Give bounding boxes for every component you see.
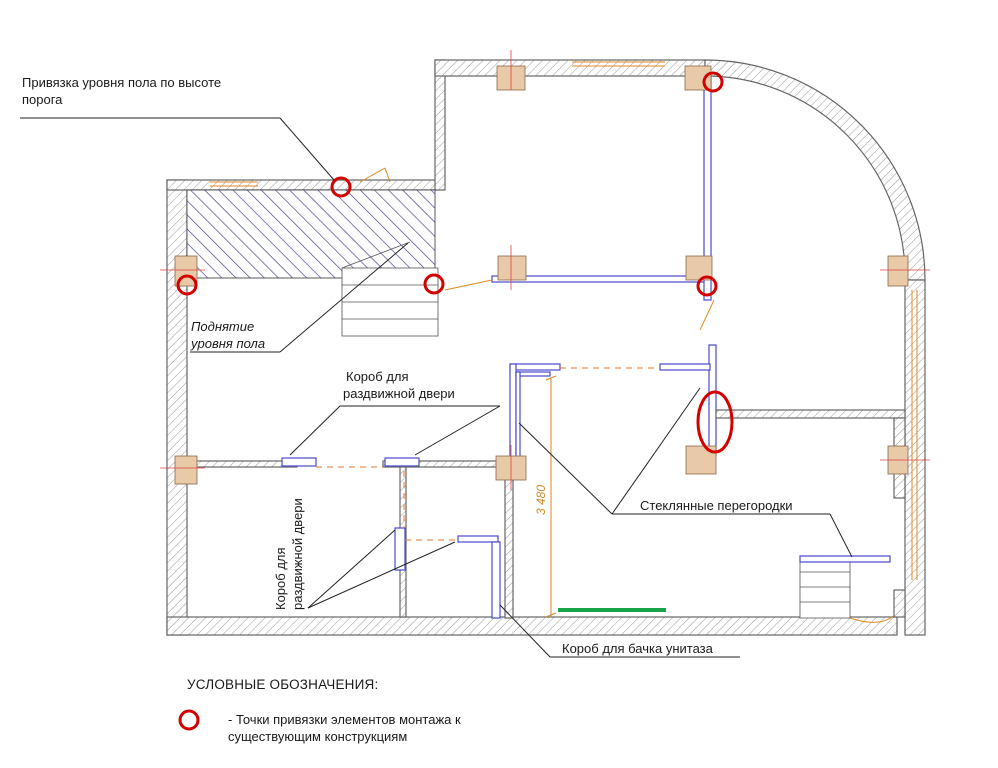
raised-floor-area xyxy=(186,189,436,279)
label-raise-line1: Поднятие xyxy=(191,319,254,334)
label-floor-anchor-line1: Привязка уровня пола по высоте xyxy=(22,75,221,90)
anchor-markers xyxy=(176,71,734,454)
label-toilet-box: Короб для бачка унитаза xyxy=(562,641,714,656)
label-raise-line2: уровня пола xyxy=(190,336,265,351)
label-box-door-side-line1: Короб для xyxy=(273,547,288,610)
exterior-walls xyxy=(166,59,926,636)
anchor-marker xyxy=(330,176,352,198)
anchor-marker xyxy=(702,71,724,93)
legend-marker-icon xyxy=(178,709,200,731)
label-box-door-side-line2: раздвижной двери xyxy=(290,498,305,610)
stairs-bottom-right xyxy=(799,561,896,623)
anchor-marker xyxy=(176,274,198,296)
sink-fixture xyxy=(558,608,666,612)
dimension-3480: 3 480 xyxy=(534,375,557,618)
legend: УСЛОВНЫЕ ОБОЗНАЧЕНИЯ: - Точки привязки э… xyxy=(178,677,461,744)
anchor-marker-ellipse xyxy=(696,390,734,454)
legend-item-line1: - Точки привязки элементов монтажа к xyxy=(228,712,461,727)
door-openings xyxy=(316,167,715,541)
leader-lines xyxy=(20,117,853,658)
legend-title: УСЛОВНЫЕ ОБОЗНАЧЕНИЯ: xyxy=(187,677,378,692)
dimension-text: 3 480 xyxy=(534,485,548,515)
label-floor-anchor-line2: порога xyxy=(22,92,63,107)
label-box-door-top-line1: Короб для xyxy=(346,369,409,384)
windows xyxy=(210,61,918,580)
axis-marks xyxy=(160,50,930,490)
anchor-marker xyxy=(696,275,718,297)
label-glass-partitions: Стеклянные перегородки xyxy=(640,498,793,513)
stairs-top xyxy=(341,241,439,337)
legend-item-line2: существующим конструкциям xyxy=(228,729,407,744)
label-box-door-top-line2: раздвижной двери xyxy=(343,386,455,401)
anchor-marker xyxy=(423,273,445,295)
